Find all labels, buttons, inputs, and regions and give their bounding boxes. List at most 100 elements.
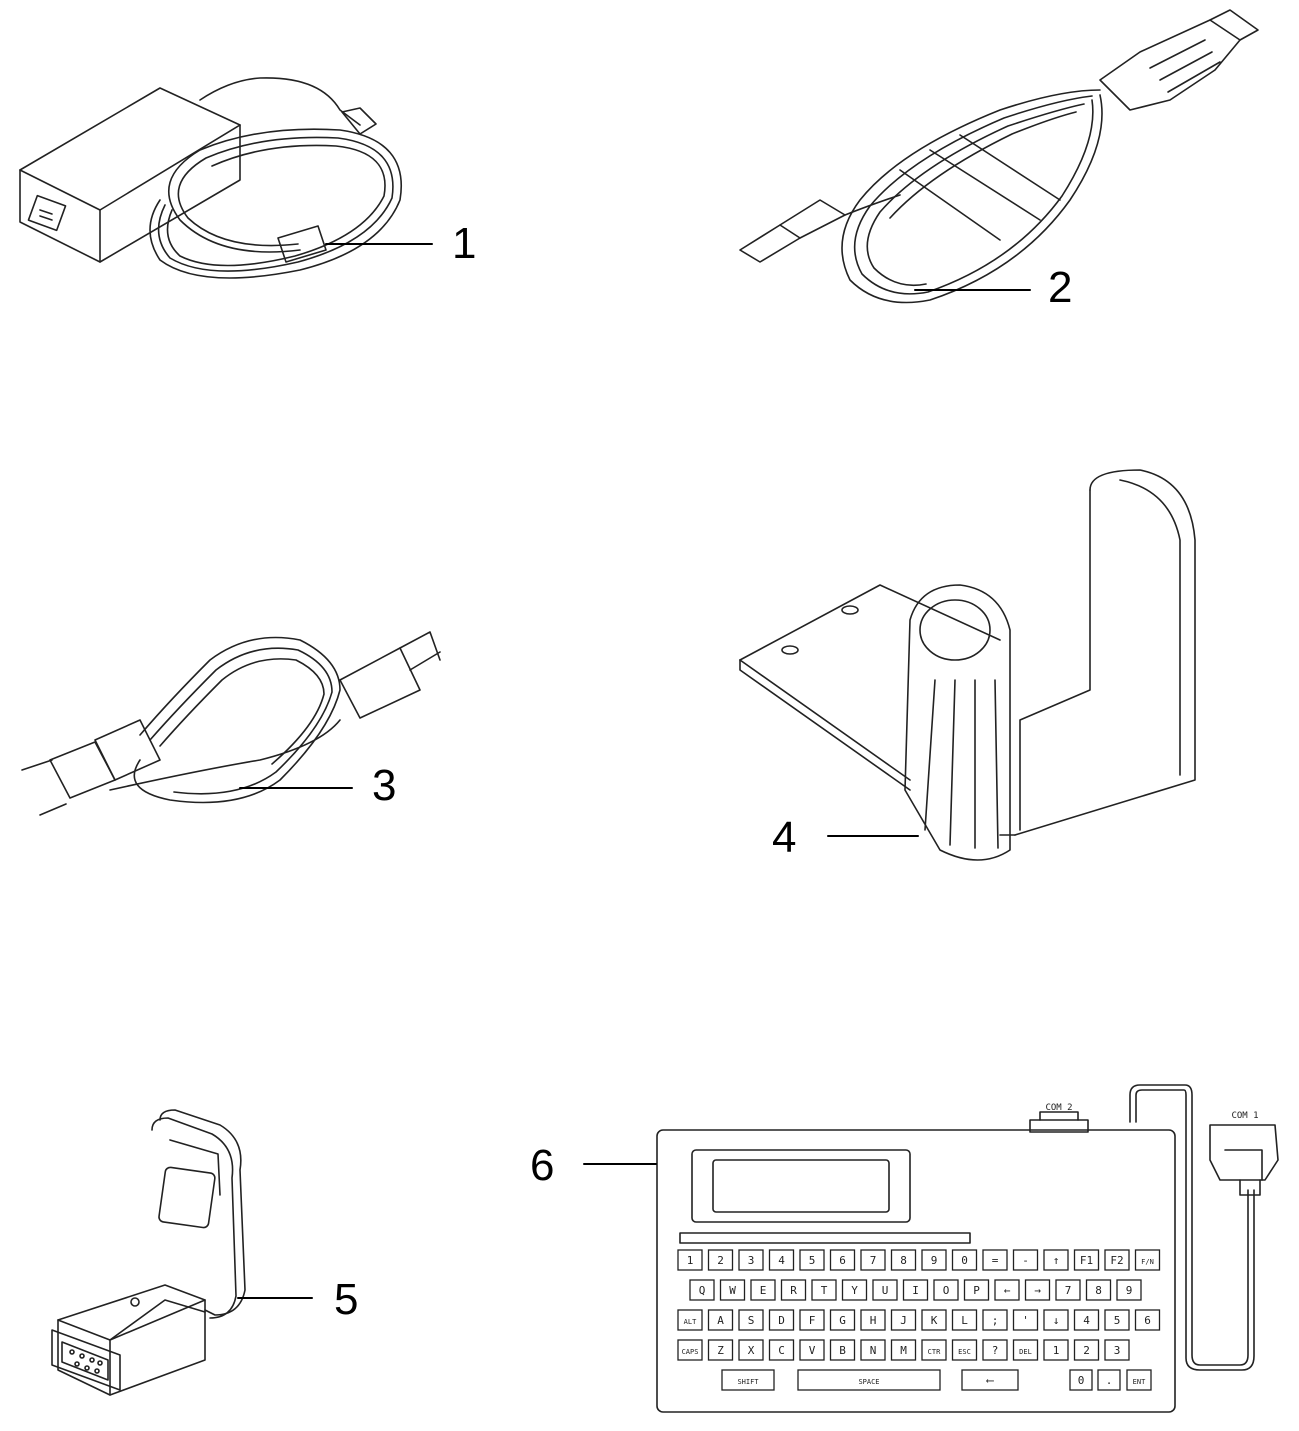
callout-6: 6 — [530, 1141, 555, 1190]
key-r3-c5-label: B — [839, 1344, 846, 1357]
key-r1-c12-label: 7 — [1065, 1284, 1072, 1297]
key-r0-c15-label: F/N — [1141, 1258, 1154, 1266]
key-r1-c3-label: R — [790, 1284, 797, 1297]
key-r2-c0-label: ALT — [684, 1318, 697, 1326]
key-r2-c13-label: 4 — [1083, 1314, 1090, 1327]
key-r0-c12-label: ↑ — [1053, 1254, 1060, 1267]
key-r1-c4-label: T — [821, 1284, 828, 1297]
key-r2-c2: S — [738, 1309, 764, 1331]
key-r0-c13: F1 — [1073, 1249, 1100, 1271]
paper-holder-illustration — [739, 469, 1196, 861]
key-r1-c10: ← — [994, 1279, 1020, 1301]
key-r2-c14: 5 — [1104, 1309, 1130, 1331]
key-r0-c2-label: 3 — [748, 1254, 755, 1267]
key-r1-c14: 9 — [1116, 1279, 1142, 1301]
key-r3-c11: DEL — [1012, 1339, 1039, 1361]
key-r3-c1-label: Z — [717, 1344, 724, 1357]
key-r3-c0: CAPS — [677, 1339, 703, 1361]
key-end-label: ENT — [1133, 1378, 1146, 1386]
key-r1-c3: R — [780, 1279, 807, 1301]
key-r1-c13-label: 8 — [1095, 1284, 1102, 1297]
key-r2-c2-label: S — [748, 1314, 755, 1327]
key-r3-c10-label: ? — [992, 1344, 999, 1357]
key-r0-c14-label: F2 — [1110, 1254, 1123, 1267]
callout-4: 4 — [772, 813, 797, 862]
key-r3-c4-label: V — [809, 1344, 816, 1357]
key-r0-c6-label: 7 — [870, 1254, 877, 1267]
power-cord-illustration — [21, 631, 441, 816]
key-r2-c9-label: L — [961, 1314, 968, 1327]
key-r1-c8: O — [933, 1279, 959, 1301]
key-zero: 0 — [1069, 1369, 1093, 1391]
key-r1-c1: W — [719, 1279, 746, 1301]
key-r0-c14: F2 — [1104, 1249, 1130, 1271]
key-r2-c7: J — [890, 1309, 917, 1331]
key-r1-c1-label: W — [729, 1284, 736, 1297]
callout-1: 1 — [452, 219, 477, 268]
key-r0-c4: 5 — [799, 1249, 825, 1271]
key-r0-c5: 6 — [829, 1249, 856, 1271]
key-r3-c10: ? — [982, 1339, 1008, 1361]
key-r2-c12: ↓ — [1043, 1309, 1069, 1331]
key-r0-c10: = — [982, 1249, 1008, 1271]
key-enter: ⟵ — [961, 1369, 1019, 1391]
key-r1-c8-label: O — [943, 1284, 950, 1297]
key-r1-c5-label: Y — [851, 1284, 858, 1297]
key-r0-c11: - — [1012, 1249, 1039, 1271]
key-r0-c3: 4 — [768, 1249, 795, 1271]
key-r2-c10-label: ; — [992, 1314, 999, 1327]
key-r3-c6-label: N — [870, 1344, 877, 1357]
key-r3-c6: N — [860, 1339, 886, 1361]
key-r3-c8: CTR — [921, 1339, 947, 1361]
key-r0-c7-label: 8 — [900, 1254, 907, 1267]
key-r0-c4-label: 5 — [809, 1254, 816, 1267]
key-r1-c6: U — [872, 1279, 898, 1301]
key-r1-c7-label: I — [912, 1284, 919, 1297]
key-r2-c4-label: F — [809, 1314, 816, 1327]
key-r0-c0: 1 — [677, 1249, 703, 1271]
key-r1-c10-label: ← — [1004, 1284, 1011, 1297]
port-label-com2: COM 2 — [1045, 1103, 1072, 1113]
key-space-label: SPACE — [858, 1378, 879, 1386]
key-r3-c12: 1 — [1043, 1339, 1069, 1361]
key-r3-c7-label: M — [900, 1344, 907, 1357]
key-r1-c4: T — [811, 1279, 837, 1301]
key-r3-c13-label: 2 — [1083, 1344, 1090, 1357]
usb-cable-illustration — [739, 9, 1259, 304]
key-r0-c6: 7 — [860, 1249, 886, 1271]
key-r1-c9-label: P — [973, 1284, 980, 1297]
keypad-terminal-illustration — [583, 1084, 1279, 1413]
key-r3-c13: 2 — [1073, 1339, 1100, 1361]
key-r2-c14-label: 5 — [1114, 1314, 1121, 1327]
key-r0-c8: 9 — [921, 1249, 947, 1271]
key-r2-c15: 6 — [1134, 1309, 1161, 1331]
key-r0-c3-label: 4 — [778, 1254, 785, 1267]
key-r3-c9-label: ESC — [958, 1348, 971, 1356]
key-r0-c13-label: F1 — [1080, 1254, 1093, 1267]
key-r0-c9: 0 — [951, 1249, 978, 1271]
key-r2-c10: ; — [982, 1309, 1008, 1331]
key-r1-c0: Q — [689, 1279, 715, 1301]
key-r2-c11: ' — [1012, 1309, 1039, 1331]
key-r3-c14-label: 3 — [1114, 1344, 1121, 1357]
callout-2: 2 — [1048, 263, 1073, 312]
key-r2-c6: H — [860, 1309, 886, 1331]
key-r1-c7: I — [902, 1279, 929, 1301]
key-r2-c4: F — [799, 1309, 825, 1331]
key-r0-c1: 2 — [707, 1249, 734, 1271]
key-r0-c9-label: 0 — [961, 1254, 968, 1267]
key-r3-c4: V — [799, 1339, 825, 1361]
key-r2-c9: L — [951, 1309, 978, 1331]
key-r2-c15-label: 6 — [1144, 1314, 1151, 1327]
key-r1-c11: → — [1024, 1279, 1051, 1301]
key-r2-c1-label: A — [717, 1314, 724, 1327]
key-r0-c15: F/N — [1134, 1249, 1161, 1271]
key-r1-c5: Y — [841, 1279, 868, 1301]
key-zero-label: 0 — [1078, 1374, 1085, 1387]
key-r2-c3: D — [768, 1309, 795, 1331]
key-end: ENT — [1126, 1369, 1152, 1391]
key-r0-c12: ↑ — [1043, 1249, 1069, 1271]
key-r3-c0-label: CAPS — [682, 1348, 699, 1356]
key-r3-c3-label: C — [778, 1344, 785, 1357]
port-label-com1: COM 1 — [1231, 1111, 1258, 1121]
